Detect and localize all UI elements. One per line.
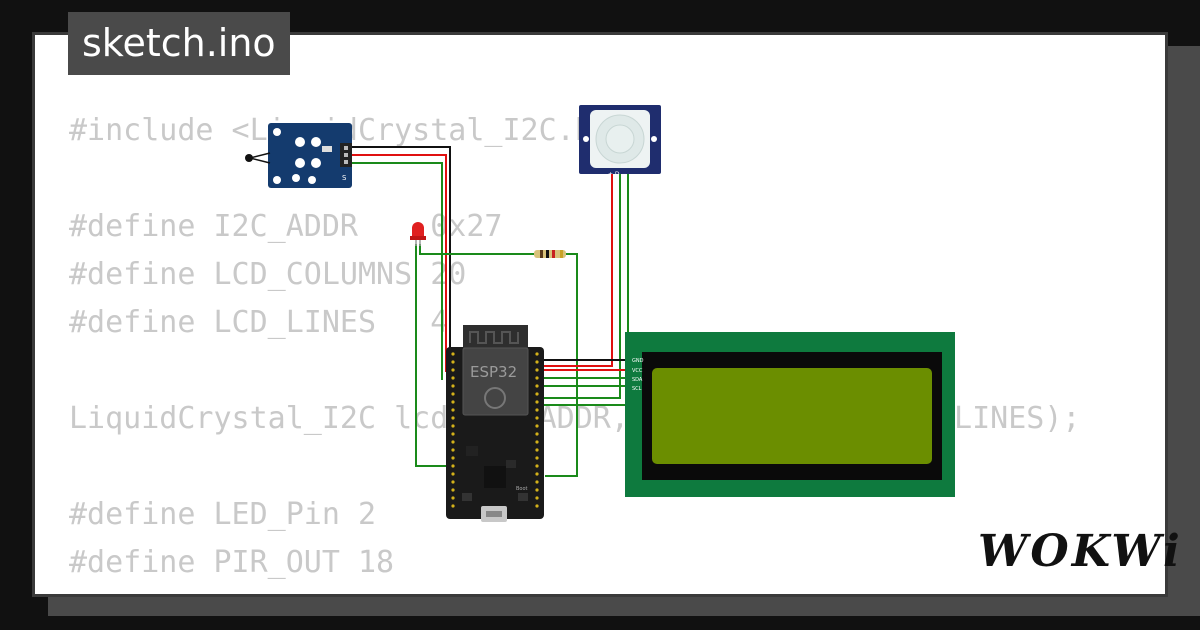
project-card[interactable]: #include <LiquidCrystal_I2C.h>#define I2… <box>32 32 1168 597</box>
code-line: #define PIR_OUT 18 <box>69 545 395 580</box>
resistor[interactable] <box>534 250 566 258</box>
code-line: #define I2C_ADDR 0x27 <box>69 209 503 244</box>
lcd-pin-vcc: VCC <box>632 368 643 374</box>
file-tab[interactable]: sketch.ino <box>68 12 290 75</box>
wire-ntc-gnd <box>352 146 451 362</box>
lcd-pin-sda: SDA <box>632 377 643 383</box>
wokwi-logo: WOKWi <box>978 526 1183 577</box>
wire-ntc-signal <box>352 162 443 380</box>
pir-pin-labels: + D − <box>608 171 627 178</box>
code-line: #define NTC_OUT 32 <box>69 587 1080 594</box>
boot-label: Boot <box>516 486 528 492</box>
ntc-sensor-module[interactable]: S <box>245 123 352 188</box>
wire-led-resistor <box>419 244 534 255</box>
espressif-logo-icon <box>484 387 506 409</box>
led-red[interactable] <box>410 222 426 246</box>
code-line: #define LCD_COLUMNS 20 <box>69 257 467 292</box>
code-line: #define LED_Pin 2 <box>69 497 377 532</box>
esp32-label: ESP32 <box>470 363 517 381</box>
esp32-board[interactable]: ESP32 Boot <box>446 325 544 522</box>
wire-pir-vcc <box>543 174 613 367</box>
ntc-pin-label: S <box>342 174 347 182</box>
wire-ntc-vcc <box>352 154 447 372</box>
pir-motion-sensor[interactable]: + D − <box>579 105 661 178</box>
lcd-pin-scl: SCL <box>632 386 642 392</box>
circuit-diagram: S <box>245 105 955 522</box>
wire-led-esp <box>415 244 452 467</box>
code-line: #define LCD_LINES 4 <box>69 305 449 340</box>
lcd-pin-gnd: GND <box>632 358 644 364</box>
lcd-screen <box>652 368 932 464</box>
wire-pir-out <box>543 174 621 399</box>
thermistor-icon <box>245 154 253 162</box>
lcd-display[interactable]: GND VCC SDA SCL <box>625 332 955 497</box>
